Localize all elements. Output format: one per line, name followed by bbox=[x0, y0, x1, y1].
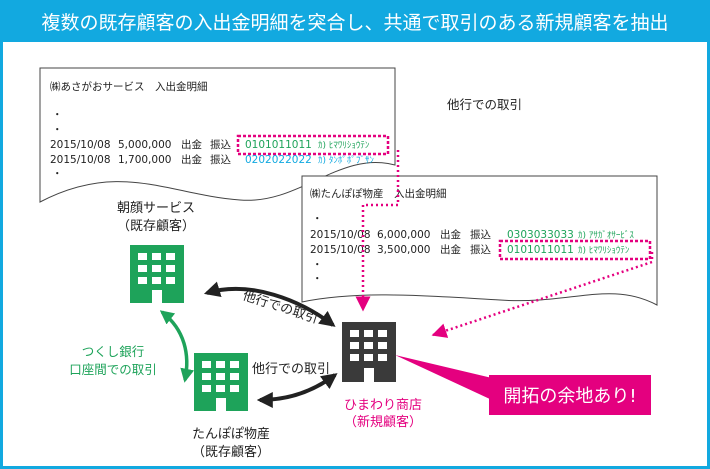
row-name: ｶ) ｱｻｶﾞｵｻｰﾋﾞｽ bbox=[578, 230, 634, 241]
edge-arrow-internal bbox=[159, 310, 195, 383]
row-method: 振込 bbox=[470, 243, 491, 256]
edge-arrow-asagao-himawari bbox=[203, 281, 336, 327]
statement1-title: ㈱あさがおサービス 入出金明細 bbox=[50, 80, 208, 93]
other-bank-label: 他行での取引 bbox=[447, 97, 522, 112]
title-bar: 複数の既存顧客の入出金明細を突合し、共通で取引のある新規顧客を抽出 bbox=[0, 0, 710, 42]
row-type: 出金 bbox=[181, 153, 202, 166]
match-highlight-2 bbox=[498, 239, 652, 261]
match-highlight-1 bbox=[236, 134, 390, 156]
row-type: 出金 bbox=[440, 228, 461, 241]
match-arrow-2 bbox=[431, 252, 654, 338]
himawari-name: ひまわり商店 bbox=[344, 398, 422, 413]
building-icon bbox=[194, 353, 248, 411]
callout-box bbox=[489, 375, 651, 415]
row-account: 0101011011 bbox=[245, 139, 312, 151]
row-name: ｶ) ﾀﾝﾎﾟﾎﾟﾌﾞｻﾝ bbox=[318, 155, 374, 166]
row-method: 振込 bbox=[210, 153, 231, 166]
row-account: 0202022022 bbox=[245, 154, 312, 166]
edge-arrow-tanpopo-himawari bbox=[256, 373, 338, 408]
statement2-row-2: 2015/10/08 3,500,000 出金 振込 0101011011 ｶ)… bbox=[310, 243, 630, 256]
statement1-row-1: 2015/10/08 5,000,000 出金 振込 0101011011 ｶ)… bbox=[50, 138, 370, 151]
statement2-bullet: ・ bbox=[312, 273, 323, 285]
edge-label-tanpopo-himawari: 他行での取引 bbox=[252, 362, 330, 377]
row-amount: 1,700,000 bbox=[118, 154, 171, 166]
statement1-bullet: ・ bbox=[52, 168, 63, 180]
diagram-title: 複数の既存顧客の入出金明細を突合し、共通で取引のある新規顧客を抽出 bbox=[41, 11, 669, 34]
row-type: 出金 bbox=[440, 243, 461, 256]
tanpopo-name: たんぽぽ物産 bbox=[192, 426, 270, 442]
building-icon bbox=[342, 322, 396, 382]
row-type: 出金 bbox=[181, 138, 202, 151]
row-method: 振込 bbox=[210, 138, 231, 151]
statement1-row-2: 2015/10/08 1,700,000 出金 振込 0202022022 ｶ)… bbox=[50, 153, 374, 166]
row-name: ｶ) ﾋﾏﾜﾘｼｮｳﾃﾝ bbox=[318, 140, 370, 151]
building-icon bbox=[130, 245, 184, 303]
asagao-name: 朝顔サービス bbox=[117, 201, 195, 216]
row-date: 2015/10/08 bbox=[50, 139, 111, 151]
statement1-bullet: ・ bbox=[52, 124, 63, 136]
row-date: 2015/10/08 bbox=[310, 229, 371, 241]
statement2-title: ㈱たんぽぽ物産 入出金明細 bbox=[310, 187, 447, 200]
statement2-bullet: ・ bbox=[312, 259, 323, 271]
tanpopo-status: （既存顧客） bbox=[192, 444, 270, 460]
row-name: ｶ) ﾋﾏﾜﾘｼｮｳﾃﾝ bbox=[578, 245, 630, 256]
himawari-status: （新規顧客） bbox=[344, 414, 422, 430]
row-method: 振込 bbox=[470, 228, 491, 241]
internal-label-line2: 口座間での取引 bbox=[69, 362, 157, 377]
row-amount: 3,500,000 bbox=[377, 244, 430, 256]
row-amount: 5,000,000 bbox=[118, 139, 171, 151]
statement1-paper bbox=[39, 67, 396, 203]
row-amount: 6,000,000 bbox=[377, 229, 430, 241]
statement2-bullet: ・ bbox=[312, 213, 323, 225]
statement2-paper bbox=[301, 175, 658, 306]
callout-text: 開拓の余地あり! bbox=[503, 386, 636, 407]
statement1-bullet: ・ bbox=[52, 109, 63, 121]
statement2-row-1: 2015/10/08 6,000,000 出金 振込 0303033033 ｶ)… bbox=[310, 228, 634, 241]
row-date: 2015/10/08 bbox=[310, 244, 371, 256]
row-account: 0101011011 bbox=[507, 244, 574, 256]
callout-pointer bbox=[395, 355, 492, 400]
row-date: 2015/10/08 bbox=[50, 154, 111, 166]
asagao-status: （既存顧客） bbox=[117, 218, 195, 234]
internal-label-line1: つくし銀行 bbox=[82, 344, 145, 359]
row-account: 0303033033 bbox=[507, 229, 574, 241]
